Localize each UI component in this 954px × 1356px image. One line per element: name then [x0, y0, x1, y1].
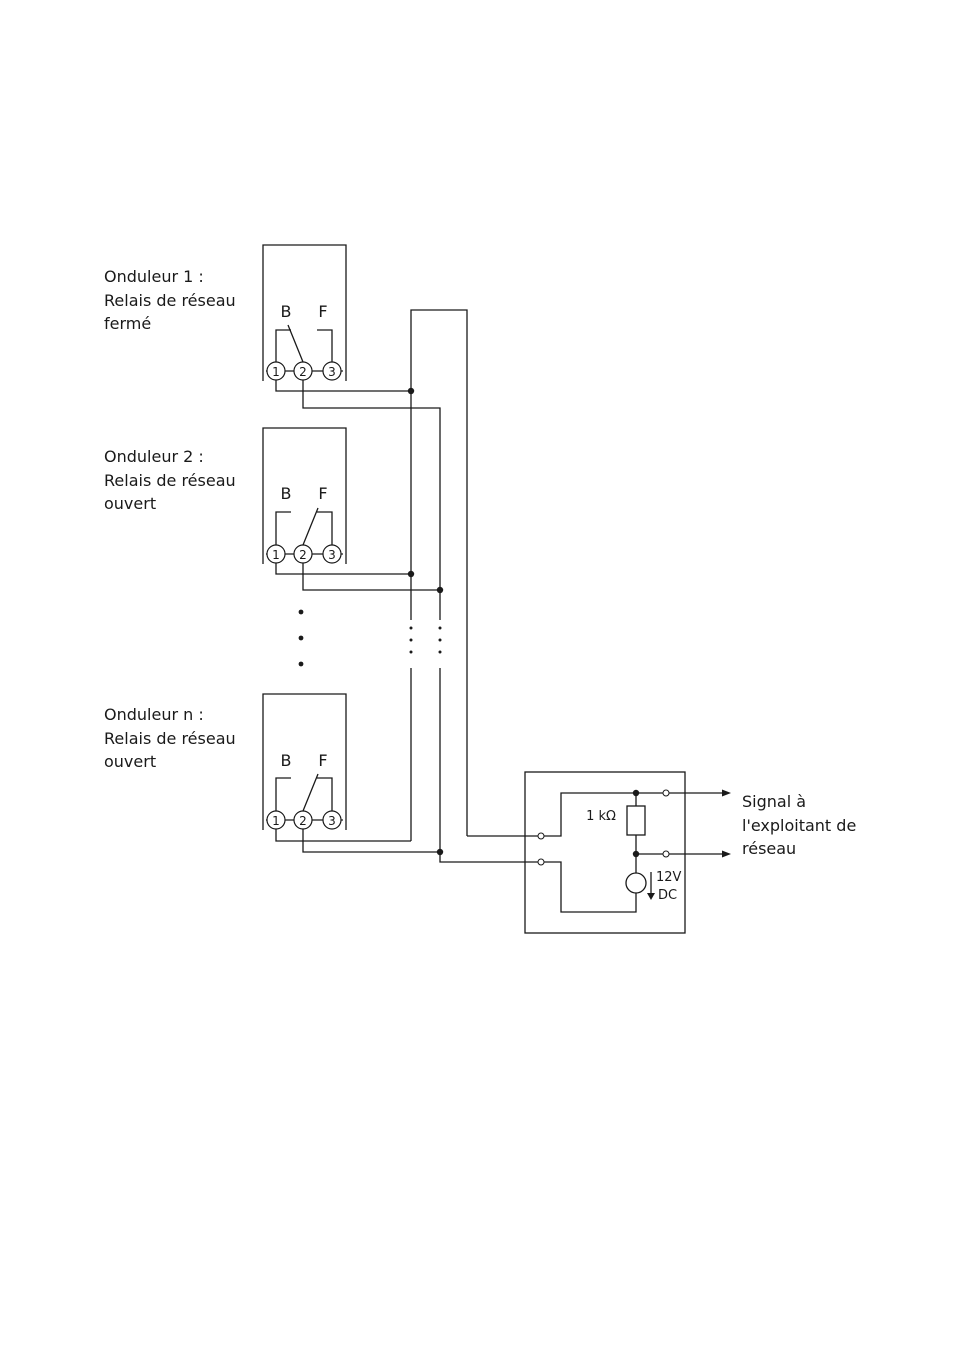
- inverter-2-terminal-1-label: 1: [272, 548, 280, 562]
- signal-output-line-3: réseau: [742, 839, 797, 858]
- inverter-n-contact-f: F: [318, 751, 327, 770]
- bus-2-gap-dot-1: [438, 626, 442, 630]
- inverter-2-unit: B F 1 2 3: [262, 427, 440, 591]
- inverter-n-state-text: ouvert: [104, 752, 157, 771]
- junction-1-t1: [407, 387, 415, 395]
- inverter-n-terminal-1-label: 1: [272, 814, 280, 828]
- voltage-type-label: DC: [658, 888, 677, 903]
- signal-unit-input-pin-2: [537, 858, 545, 866]
- inverter-2-wire-terminal-1: [275, 563, 411, 575]
- inverter-1-label: Onduleur 1 : Relais de réseau fermé: [104, 265, 236, 336]
- inverter-1-contact-f-wire: [317, 329, 333, 362]
- junction-n-t2: [436, 848, 444, 856]
- signal-unit: 1 kΩ 12V DC: [524, 771, 731, 934]
- junction-2-t2: [436, 586, 444, 594]
- signal-unit-input-1-wire: [541, 792, 636, 837]
- voltage-direction-arrow-head: [647, 893, 655, 900]
- inverter-2-contact-b-wire: [275, 511, 291, 545]
- inverter-2-terminal-3: [322, 544, 342, 564]
- inverter-n-terminal-2-label: 2: [299, 814, 307, 828]
- inverter-2-contact-f: F: [318, 484, 327, 503]
- inverter-n-relay-text: Relais de réseau: [104, 728, 236, 748]
- voltage-source: [625, 872, 647, 894]
- output-2-junction: [632, 850, 640, 858]
- inverter-1-terminal-2-label: 2: [299, 365, 307, 379]
- signal-output-line-2: l'exploitant de: [742, 815, 857, 835]
- inverter-1-title: Onduleur 1 :: [104, 267, 204, 286]
- inverter-2-relay-text: Relais de réseau: [104, 470, 236, 490]
- inverter-2-wire-terminal-2: [302, 563, 440, 591]
- signal-unit-input-2-wire: [541, 861, 637, 913]
- output-1-arrow-icon: [722, 789, 731, 797]
- inverter-2-housing: [262, 427, 347, 564]
- bus-2-gap-dot-3: [438, 650, 442, 654]
- output-pin-2: [662, 850, 670, 858]
- inverter-n-label: Onduleur n : Relais de réseau ouvert: [104, 703, 236, 774]
- output-1-junction: [632, 789, 640, 797]
- inverter-1-contact-b: B: [281, 302, 292, 321]
- inverter-2-title: Onduleur 2 :: [104, 447, 204, 466]
- output-2-arrow-icon: [722, 850, 731, 858]
- voltage-value-label: 12V: [656, 870, 682, 885]
- inverter-1-wire-terminal-1: [275, 380, 411, 392]
- signal-output-label: Signal à l'exploitant de réseau: [742, 790, 856, 861]
- inverter-2-relay-switch-open: [302, 507, 319, 546]
- inverter-n-unit: B F 1 2 3: [262, 693, 440, 853]
- ellipsis-dot-3: [298, 661, 304, 667]
- inverter-n-wire-terminal-1: [275, 829, 411, 842]
- inverter-1-contact-b-wire: [275, 329, 291, 362]
- inverter-n-title: Onduleur n :: [104, 705, 204, 724]
- inverter-n-relay-switch-open: [302, 773, 319, 812]
- inverter-n-contact-f-wire: [317, 777, 333, 811]
- inverter-n-terminal-3: [322, 810, 342, 830]
- inverter-2-terminal-3-label: 3: [328, 548, 336, 562]
- inverter-n-contact-b-wire: [275, 777, 291, 811]
- signal-unit-housing: [524, 771, 686, 934]
- signal-output-line-1: Signal à: [742, 792, 807, 811]
- bus-1-gap-dot-2: [409, 638, 413, 642]
- inverter-n-housing: [262, 693, 347, 830]
- bus-line-1-upper: [410, 309, 468, 836]
- output-pin-1: [662, 789, 670, 797]
- inverter-2-contact-f-wire: [317, 511, 333, 545]
- ellipsis-dot-2: [298, 635, 304, 641]
- inverter-1-housing: [262, 244, 347, 381]
- junction-2-t1: [407, 570, 415, 578]
- inverter-2-contact-b: B: [281, 484, 292, 503]
- signal-unit-input-pin-1: [537, 832, 545, 840]
- inverter-1-relay-switch-closed: [287, 324, 304, 363]
- inverter-1-relay-text: Relais de réseau: [104, 290, 236, 310]
- inverter-1-state-text: fermé: [104, 314, 152, 333]
- bus-lines: [407, 309, 541, 863]
- inverter-2-state-text: ouvert: [104, 494, 157, 513]
- ellipsis-dot-1: [298, 609, 304, 615]
- inverter-1-terminal-3: [322, 361, 342, 381]
- bus-line-2-lower: [439, 668, 541, 863]
- inverter-1-contact-f: F: [318, 302, 327, 321]
- bus-1-gap-dot-1: [409, 626, 413, 630]
- resistor-value-label: 1 kΩ: [586, 809, 616, 824]
- inverter-1-terminal-3-label: 3: [328, 365, 336, 379]
- inverter-1-terminal-1-label: 1: [272, 365, 280, 379]
- inverter-2-label: Onduleur 2 : Relais de réseau ouvert: [104, 445, 236, 516]
- inverter-1-unit: B F 1 2 3: [262, 244, 441, 590]
- inverter-n-wire-terminal-2: [302, 829, 440, 853]
- inverter-2-terminal-2-label: 2: [299, 548, 307, 562]
- inverter-1-wire-terminal-2: [302, 380, 441, 590]
- inverter-n-contact-b: B: [281, 751, 292, 770]
- inverter-n-terminal-3-label: 3: [328, 814, 336, 828]
- bus-1-gap-dot-3: [409, 650, 413, 654]
- bus-2-gap-dot-2: [438, 638, 442, 642]
- resistor-1kohm: [626, 805, 646, 836]
